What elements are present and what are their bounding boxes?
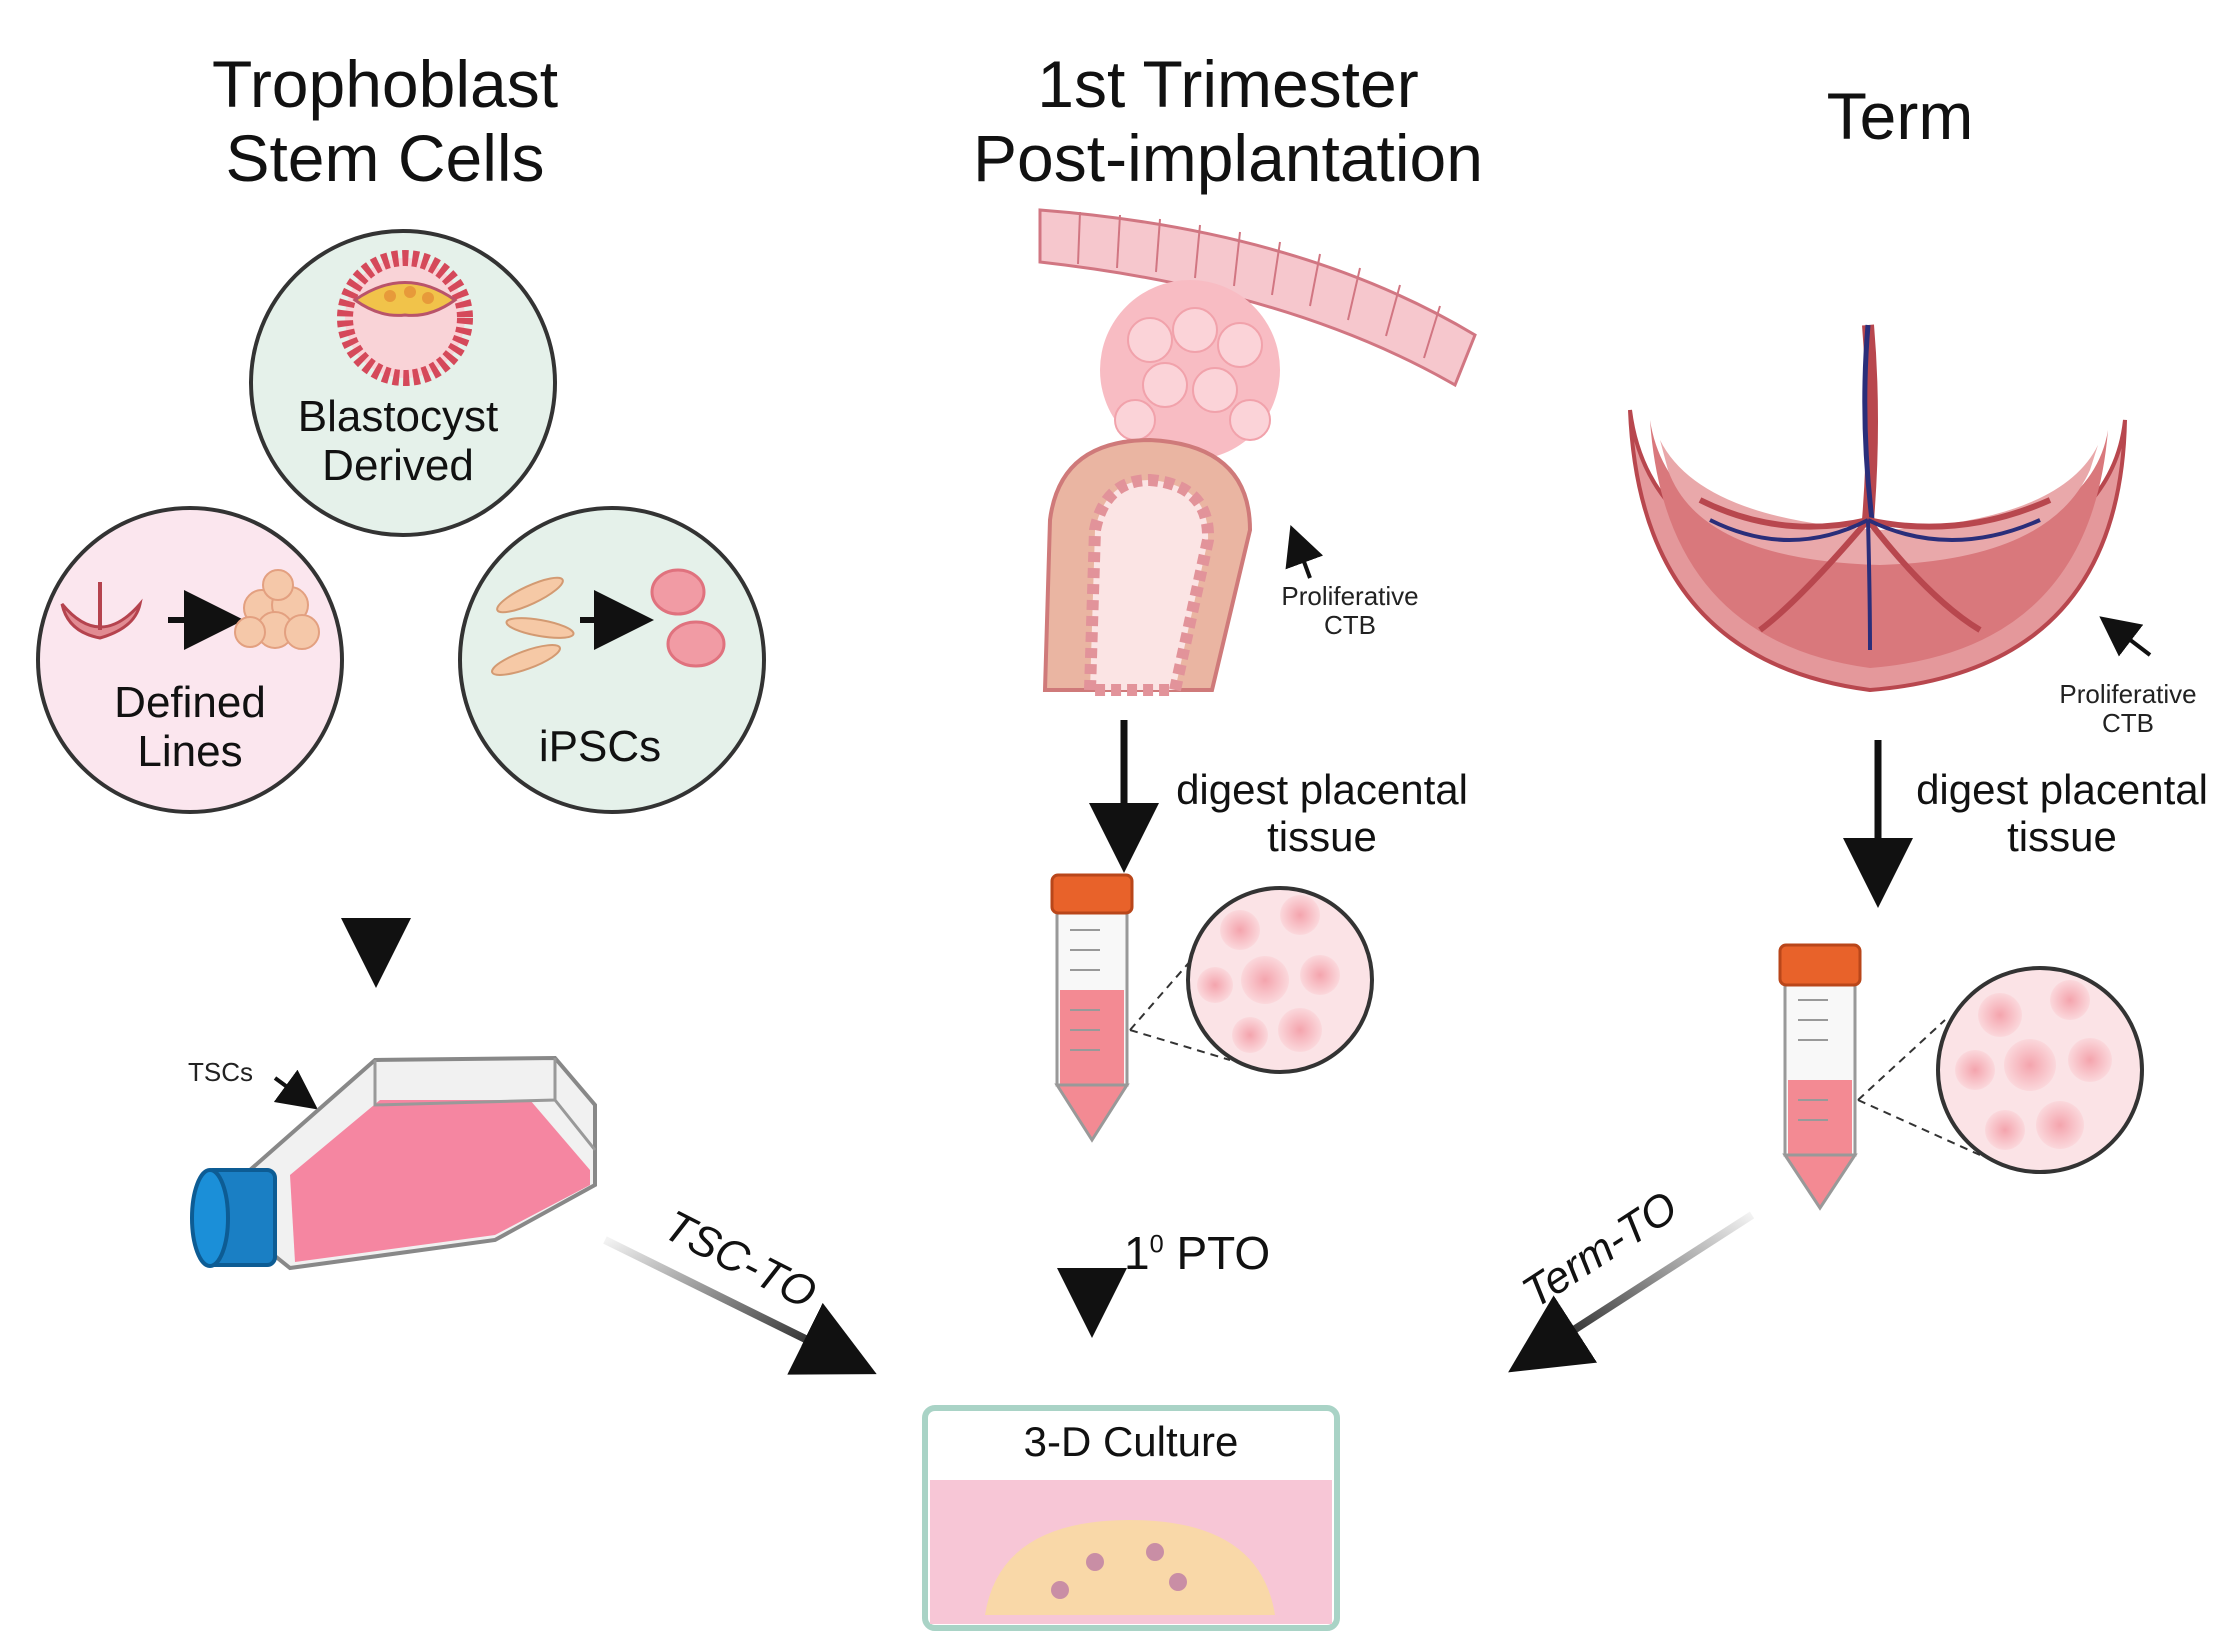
culture-label: 3-D Culture: [1023, 1418, 1239, 1465]
culture-dish: [922, 1405, 1340, 1631]
pto-sup: 0: [1149, 1230, 1164, 1259]
term-magnified-cells: [1857, 966, 2144, 1174]
digest-first-line1: digest placental: [1176, 766, 1468, 813]
pto-label: 10 PTO: [1124, 1227, 1271, 1280]
defined-lines-label: Defined Lines: [114, 678, 266, 777]
digest-term-line1: digest placental: [1916, 766, 2208, 813]
prolif-term-line2: CTB: [2102, 708, 2154, 739]
prolif-first-pointer: [1285, 524, 1324, 579]
first-magnified-cells: [1129, 886, 1374, 1074]
arrow-term-to: [1508, 1211, 1755, 1373]
tube-cap-icon: [1050, 873, 1134, 915]
prolif-first-line1: Proliferative: [1281, 581, 1419, 611]
blastocyst-label-line1: Blastocyst: [297, 392, 499, 441]
defined-lines-circle: [36, 506, 344, 814]
arrow-tsc-to: [603, 1236, 877, 1375]
prolif-first-label: Proliferative CTB: [1281, 581, 1419, 641]
tscs-pointer-arrow: [273, 1069, 318, 1110]
ipsc-label: iPSCs: [538, 722, 662, 771]
defined-label-line1: Defined: [114, 678, 266, 727]
pto-text: PTO: [1163, 1227, 1271, 1279]
villus-icon: [1042, 437, 1253, 696]
title-tsc: Trophoblast Stem Cells: [211, 47, 559, 196]
cell-cluster-icon: [234, 569, 320, 650]
blastocyst-label: Blastocyst Derived: [298, 392, 499, 491]
blastocyst-circle: [249, 229, 557, 537]
digest-first-line2: tissue: [1267, 813, 1377, 861]
prolif-first-line2: CTB: [1324, 610, 1376, 641]
prolif-term-pointer: [2099, 616, 2152, 657]
term-placenta: [1628, 324, 2127, 693]
term-tube: [1778, 943, 1862, 1211]
title-first-line1: 1st Trimester: [1037, 47, 1419, 121]
culture-flask: [190, 1055, 597, 1271]
blastocyst-icon: [337, 250, 473, 386]
prolif-term-label: Proliferative CTB: [2059, 679, 2197, 739]
first-tube: [1050, 873, 1134, 1143]
title-term: Term: [1826, 79, 1974, 153]
title-tsc-line1: Trophoblast: [211, 47, 559, 121]
ipsc-circle: [458, 506, 766, 814]
title-tsc-line2: Stem Cells: [225, 120, 545, 195]
digest-term-line2: tissue: [2007, 813, 2117, 861]
title-first-line2: Post-implantation: [973, 120, 1483, 195]
defined-label-line2: Lines: [137, 727, 243, 777]
digest-first-label: digest placental tissue: [1176, 766, 1468, 860]
term-tube-cap-icon: [1778, 943, 1862, 987]
pto-base: 1: [1124, 1227, 1150, 1279]
stem-cell-icon: [650, 568, 726, 668]
cell-column-cluster: [1100, 280, 1280, 460]
blastocyst-label-line2: Derived: [322, 441, 474, 491]
title-first-trimester: 1st Trimester Post-implantation: [973, 47, 1483, 196]
placenta-mini-icon: [60, 582, 143, 640]
fibroblast-icon: [491, 576, 575, 676]
prolif-term-line1: Proliferative: [2059, 679, 2197, 709]
digest-term-label: digest placental tissue: [1916, 766, 2208, 860]
tscs-label: TSCs: [188, 1057, 253, 1087]
